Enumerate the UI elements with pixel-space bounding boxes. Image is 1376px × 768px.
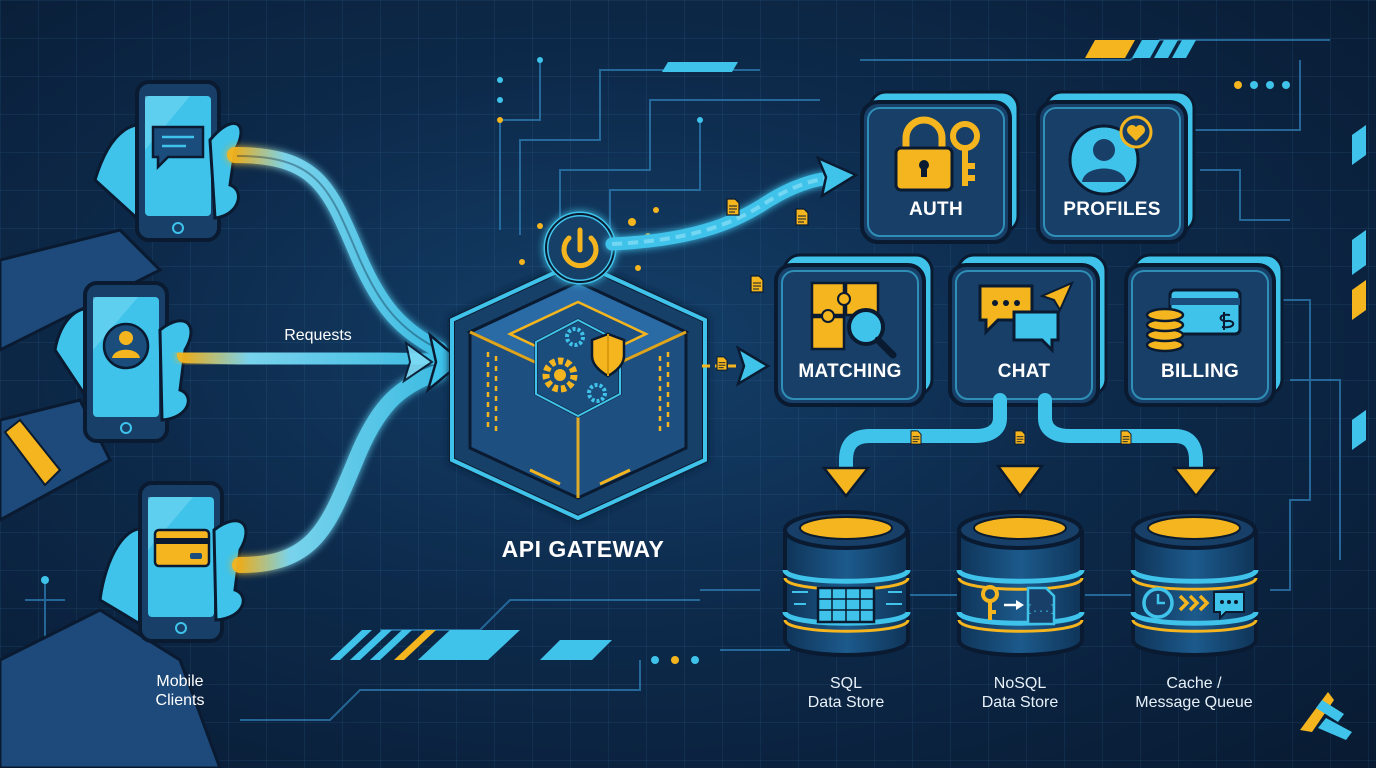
service-billing [1124,253,1284,407]
deco-stripes [330,40,1366,660]
chat-bubble-icon [151,125,205,171]
table-icon [816,586,876,624]
clock-queue-icon [1142,587,1245,621]
mobile-clients-label-line2: Clients [155,692,205,709]
requests-label: Requests [284,327,352,344]
api-gateway-label: API GATEWAY [501,536,665,562]
billing-label: BILLING [1160,361,1240,382]
service-profiles [1036,90,1196,244]
store-cache [1130,510,1259,657]
sql-store-label-line2: Data Store [807,694,885,711]
api-gateway [449,207,708,522]
nosql-store-label-line2: Data Store [981,694,1059,711]
logo-mark-icon [1300,692,1352,740]
mobile-clients-label-line1: Mobile [156,673,204,690]
mobile-clients-label: Mobile Clients [120,672,240,710]
coins-card-icon [1145,288,1242,353]
gears-icon [542,327,607,403]
matching-label: MATCHING [798,361,902,382]
shield-icon [590,332,626,378]
service-auth [860,90,1020,244]
auth-label: AUTH [909,199,963,220]
phone-user [53,281,193,443]
chat-label: CHAT [997,361,1051,382]
padlock-key-icon [894,116,980,192]
cache-store-label-line1: Cache / [1166,675,1222,692]
chat-send-icon [978,281,1074,354]
store-flows [821,393,1221,499]
profiles-label: PROFILES [1063,199,1161,220]
nosql-store-label-line1: NoSQL [993,675,1047,692]
phone-card [98,481,248,643]
key-document-icon: {...} [981,585,1056,626]
sql-store-label-line1: SQL [829,675,862,692]
user-heart-icon [1068,115,1153,196]
cache-store-label: Cache / Message Queue [1114,674,1274,712]
mobile-clients [0,80,248,768]
cache-store-label-line2: Message Queue [1135,694,1253,711]
request-flows [177,147,464,573]
service-chat [948,253,1108,407]
store-nosql: {...} [956,510,1085,657]
circuit-dots [37,57,1290,713]
user-icon [102,322,150,370]
service-flows [605,155,859,387]
phone-chat [93,80,243,242]
power-icon [543,211,617,285]
nosql-icon-text: {...} [1026,604,1056,616]
puzzle-magnifier-icon [810,281,897,359]
credit-card-icon [153,528,211,568]
service-matching [774,253,934,407]
sql-store-label: SQL Data Store [766,674,926,712]
nosql-store-label: NoSQL Data Store [940,674,1100,712]
store-sql [782,510,911,657]
